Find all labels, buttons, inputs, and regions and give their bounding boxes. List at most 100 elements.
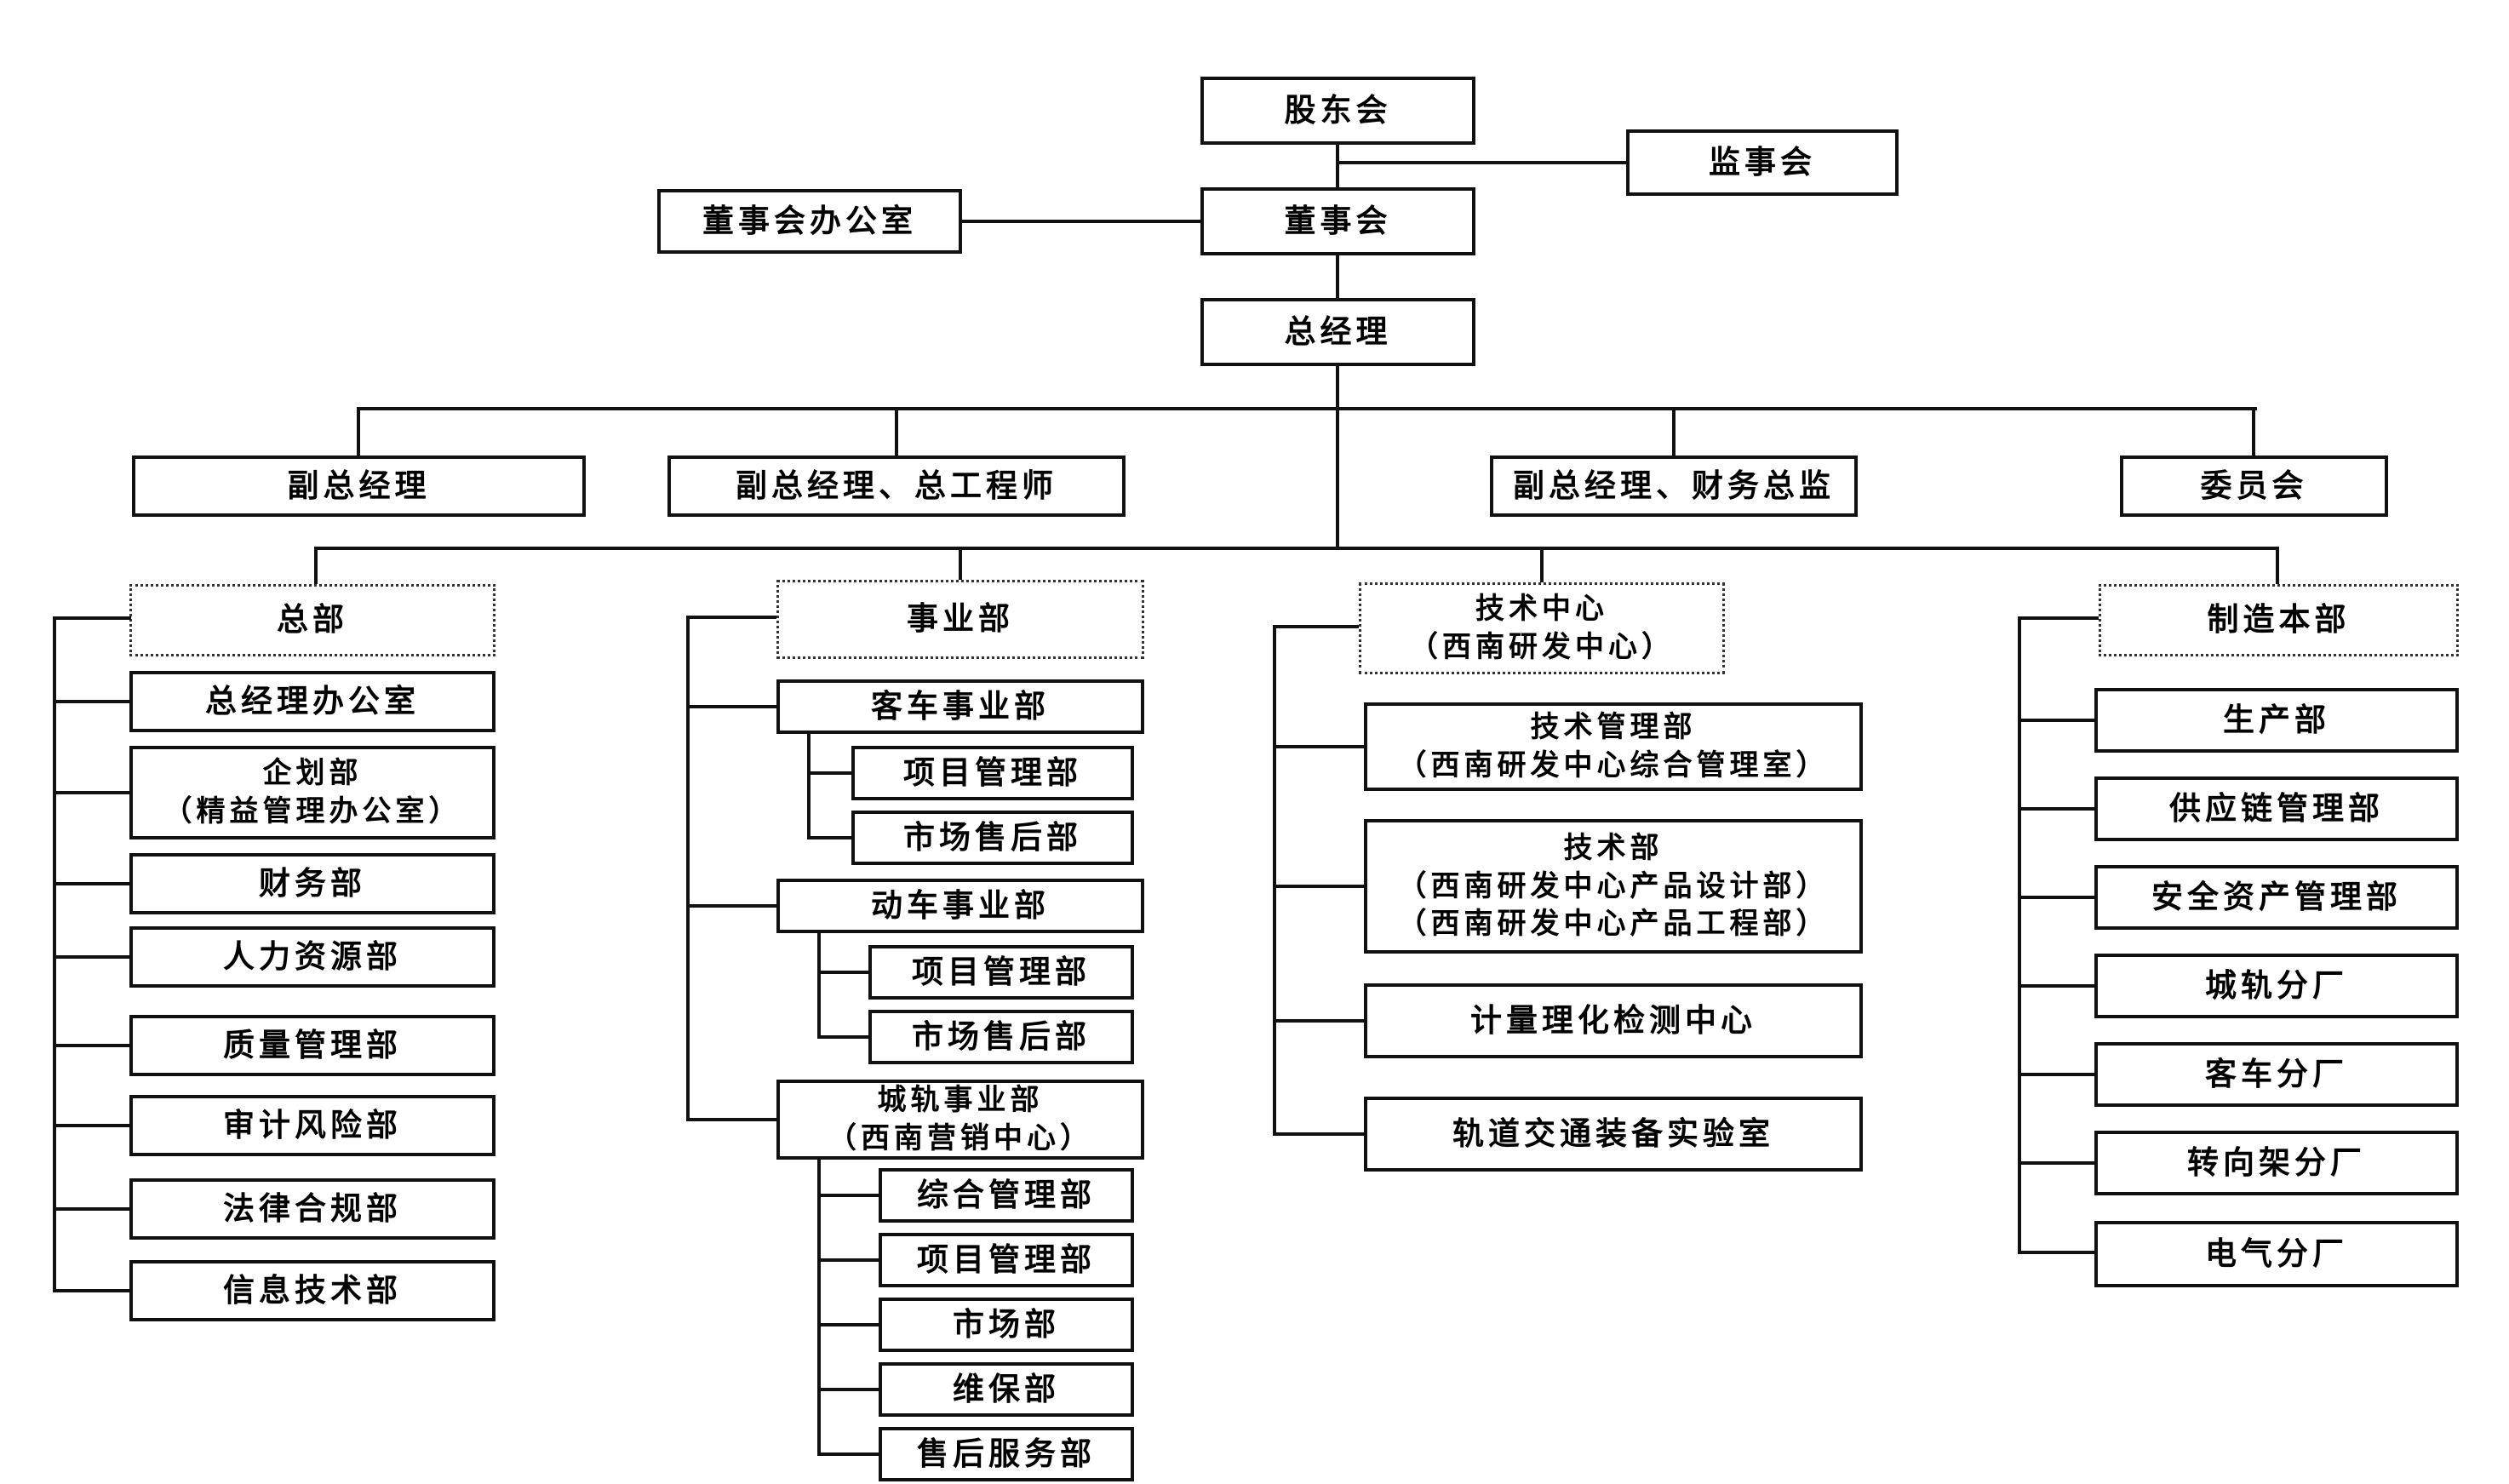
connector-line — [807, 771, 851, 775]
connector-line — [357, 407, 2257, 410]
connector-line — [807, 836, 851, 839]
node-supervisory-board: 监事会 — [1626, 129, 1899, 196]
node-metrology-center: 计量理化检测中心 — [1364, 983, 1863, 1058]
connector-line — [1273, 625, 1359, 628]
group-tech-center: 技术中心 （西南研发中心） — [1359, 582, 1725, 674]
node-electric-factory: 电气分厂 — [2094, 1221, 2459, 1287]
connector-line — [2252, 409, 2255, 456]
connector-line — [817, 1323, 879, 1326]
connector-line — [686, 705, 776, 708]
node-deputy-gm-cfo: 副总经理、财务总监 — [1490, 456, 1858, 517]
node-coach-division: 客车事业部 — [776, 679, 1144, 734]
node-board-of-directors: 董事会 — [1200, 187, 1475, 255]
node-urban-market-dept: 市场部 — [879, 1298, 1134, 1352]
connector-line — [817, 1194, 879, 1197]
connector-line — [53, 791, 129, 794]
connector-line — [1273, 745, 1364, 748]
connector-line — [1338, 161, 1626, 164]
node-hr-dept: 人力资源部 — [129, 926, 495, 988]
node-urban-project-dept: 项目管理部 — [879, 1233, 1134, 1287]
connector-line — [53, 882, 129, 885]
connector-line — [53, 616, 131, 620]
node-urban-maintenance-dept: 维保部 — [879, 1362, 1134, 1417]
connector-line — [2018, 1073, 2094, 1076]
node-quality-dept: 质量管理部 — [129, 1015, 495, 1076]
node-production-dept: 生产部 — [2094, 688, 2459, 753]
node-general-manager: 总经理 — [1200, 298, 1475, 366]
connector-line — [686, 1118, 776, 1121]
node-tech-management-dept: 技术管理部 （西南研发中心综合管理室） — [1364, 702, 1863, 791]
connector-line — [53, 955, 129, 959]
connector-line — [2018, 616, 2099, 620]
node-finance-dept: 财务部 — [129, 853, 495, 914]
connector-line — [807, 731, 811, 839]
connector-line — [2018, 896, 2094, 899]
connector-line — [2276, 548, 2279, 586]
node-committee: 委员会 — [2120, 456, 2388, 517]
node-emu-project-dept: 项目管理部 — [868, 945, 1134, 1000]
node-urban-rail-factory: 城轨分厂 — [2094, 954, 2459, 1018]
connector-line — [2018, 807, 2094, 811]
connector-line — [817, 1452, 879, 1456]
connector-line — [895, 409, 898, 456]
connector-line — [962, 220, 1200, 223]
node-emu-division: 动车事业部 — [776, 879, 1144, 933]
connector-line — [959, 548, 962, 582]
connector-line — [817, 1035, 868, 1039]
connector-line — [1336, 143, 1339, 189]
node-shareholders-meeting: 股东会 — [1200, 77, 1475, 145]
connector-line — [1273, 1019, 1364, 1023]
connector-line — [686, 616, 690, 1121]
node-legal-compliance-dept: 法律合规部 — [129, 1178, 495, 1240]
connector-line — [817, 1258, 879, 1262]
node-urban-general-dept: 综合管理部 — [879, 1168, 1134, 1223]
connector-line — [2018, 616, 2021, 1253]
node-emu-market-aftersales-dept: 市场售后部 — [868, 1010, 1134, 1064]
connector-line — [1273, 625, 1276, 1136]
node-board-office: 董事会办公室 — [657, 189, 962, 254]
node-coach-project-dept: 项目管理部 — [851, 746, 1134, 800]
connector-line — [2018, 1251, 2094, 1254]
connector-line — [817, 1388, 879, 1391]
group-headquarters: 总部 — [129, 584, 495, 656]
connector-line — [2018, 719, 2094, 722]
connector-line — [53, 616, 56, 1292]
group-manufacturing: 制造本部 — [2099, 584, 2459, 656]
connector-line — [53, 700, 129, 703]
connector-line — [53, 1124, 129, 1127]
connector-line — [686, 616, 776, 619]
node-deputy-gm: 副总经理 — [132, 456, 586, 517]
connector-line — [817, 971, 868, 974]
connector-line — [686, 904, 776, 908]
node-urban-aftersales-dept: 售后服务部 — [879, 1427, 1134, 1481]
connector-line — [1273, 885, 1364, 888]
node-gm-office: 总经理办公室 — [129, 671, 495, 732]
node-urban-rail-division: 城轨事业部 （西南营销中心） — [776, 1080, 1144, 1160]
node-coach-market-aftersales-dept: 市场售后部 — [851, 811, 1134, 865]
group-business-divisions: 事业部 — [776, 580, 1144, 659]
connector-line — [817, 1156, 821, 1456]
connector-line — [1273, 1132, 1364, 1136]
node-safety-asset-dept: 安全资产管理部 — [2094, 865, 2459, 930]
connector-line — [314, 547, 2279, 550]
node-rail-equipment-lab: 轨道交通装备实验室 — [1364, 1097, 1863, 1172]
node-it-dept: 信息技术部 — [129, 1260, 495, 1321]
connector-line — [357, 409, 360, 456]
node-audit-risk-dept: 审计风险部 — [129, 1095, 495, 1156]
node-bogie-factory: 转向架分厂 — [2094, 1131, 2459, 1195]
connector-line — [314, 548, 318, 586]
node-supply-chain-dept: 供应链管理部 — [2094, 776, 2459, 841]
connector-line — [1540, 548, 1544, 584]
connector-line — [2018, 1161, 2094, 1165]
node-planning-dept: 企划部 （精益管理办公室） — [129, 746, 495, 839]
node-tech-dept: 技术部 （西南研发中心产品设计部） （西南研发中心产品工程部） — [1364, 819, 1863, 954]
node-deputy-gm-chief-engineer: 副总经理、总工程师 — [667, 456, 1126, 517]
connector-line — [53, 1044, 129, 1047]
connector-line — [1672, 409, 1676, 456]
connector-line — [1336, 364, 1339, 550]
connector-line — [1336, 254, 1339, 300]
connector-line — [817, 930, 821, 1039]
node-coach-factory: 客车分厂 — [2094, 1042, 2459, 1107]
connector-line — [53, 1289, 129, 1292]
